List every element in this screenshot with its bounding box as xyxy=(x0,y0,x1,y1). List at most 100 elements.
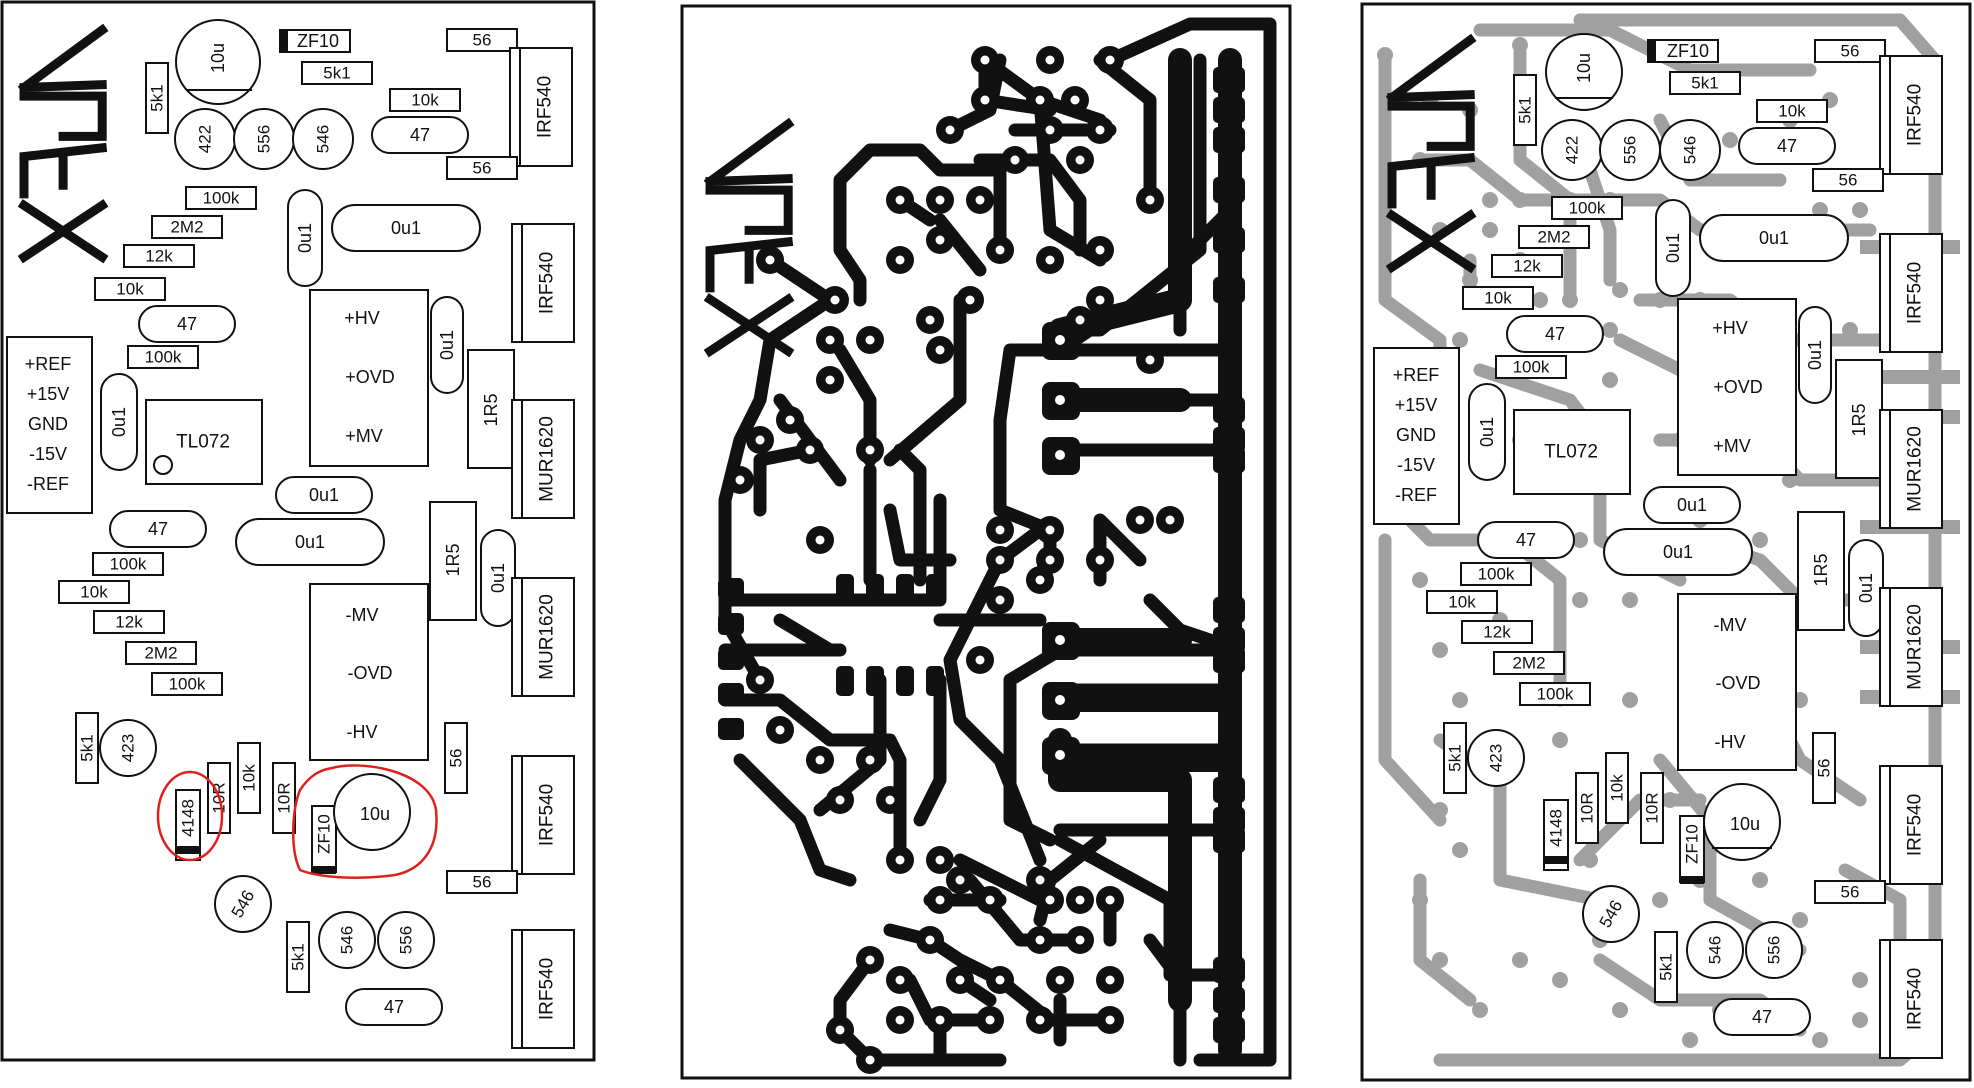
part-label: 546 xyxy=(314,125,333,153)
resistor-body xyxy=(1575,772,1599,844)
part-label: 12k xyxy=(145,247,173,266)
part-label: 10u xyxy=(360,804,390,824)
capacitor: 0u1 xyxy=(287,189,323,287)
copper-pad xyxy=(718,648,744,670)
resistor: 10R xyxy=(272,762,296,834)
capacitor: 47 xyxy=(138,305,236,343)
cathode-band xyxy=(1648,40,1656,62)
resistor-body xyxy=(1812,168,1884,192)
resistor: 2M2 xyxy=(125,641,197,665)
copper-trace xyxy=(883,293,967,467)
rail-label: -HV xyxy=(1715,732,1746,752)
copper-pad xyxy=(1213,397,1245,423)
capacitor: 0u1 xyxy=(100,373,138,471)
capacitor: 0u1 xyxy=(1848,539,1884,637)
logo-letter-x xyxy=(17,199,109,264)
drill-hole xyxy=(1075,935,1085,945)
capacitor: 0u1 xyxy=(1468,383,1506,481)
capacitor-body xyxy=(345,988,443,1026)
overlay-pad xyxy=(1432,642,1448,658)
copper-trace xyxy=(893,443,927,587)
overlay-pad xyxy=(1602,322,1618,338)
logo-text: APEX xyxy=(1392,38,1395,41)
rail-label: -HV xyxy=(347,722,378,742)
capacitor-10u xyxy=(175,19,261,105)
drill-hole xyxy=(830,295,840,305)
copper-power-trace xyxy=(1048,48,1192,342)
connector-pin-label: GND xyxy=(28,414,68,434)
overlay-pad xyxy=(1662,792,1678,808)
resistor: 5k1 xyxy=(1443,722,1467,794)
overlay-pad xyxy=(1752,872,1768,888)
rail-label: +HV xyxy=(344,308,380,328)
part-label: 56 xyxy=(473,31,492,50)
mosfet: IRF540 xyxy=(1879,939,1943,1059)
resistor-body xyxy=(1812,732,1836,804)
resistor: 12k xyxy=(1491,254,1563,278)
resistor: 5k1 xyxy=(1513,74,1537,146)
part-label: 47 xyxy=(1516,530,1536,550)
resistor-body xyxy=(151,672,223,696)
overlay-pad xyxy=(1812,1032,1828,1048)
drill-hole xyxy=(1165,515,1175,525)
resistor-body xyxy=(1491,254,1563,278)
drill-hole xyxy=(1035,575,1045,585)
capacitor: 0u1 xyxy=(1699,214,1849,262)
resistor: 10k xyxy=(58,580,130,604)
capacitor-body xyxy=(1798,306,1832,404)
mosfet: IRF540 xyxy=(509,47,573,167)
part-label: 10k xyxy=(1448,593,1476,612)
rail-label: +HV xyxy=(1712,318,1748,338)
resistor-body xyxy=(1461,620,1533,644)
part-label: 47 xyxy=(177,314,197,334)
part-label: 10k xyxy=(1608,774,1627,802)
capacitor: 47 xyxy=(1477,521,1575,559)
overlay-pad xyxy=(1682,1032,1698,1048)
apex-logo: APEX xyxy=(1385,33,1477,274)
connector-pin-label: +REF xyxy=(1393,365,1440,385)
capacitor: 0u1 xyxy=(1603,528,1753,576)
connector-block xyxy=(6,336,93,514)
resistor-body xyxy=(185,186,257,210)
capacitor: 0u1 xyxy=(430,296,464,394)
overlay-pad xyxy=(1452,332,1468,348)
highlight-circle xyxy=(156,770,224,862)
part-label: MUR1620 xyxy=(537,416,558,502)
resistor-body xyxy=(446,156,518,180)
resistor: 5k1 xyxy=(286,921,310,993)
logo-text: APEX xyxy=(24,28,27,31)
resistor: 56 xyxy=(446,870,518,894)
transistor: 546 xyxy=(214,875,272,933)
resistor: 12k xyxy=(1461,620,1533,644)
resistor-body xyxy=(94,277,166,301)
drill-hole xyxy=(815,755,825,765)
part-label: 5k1 xyxy=(78,734,97,761)
part-label: 2M2 xyxy=(144,644,177,663)
drill-hole xyxy=(1055,335,1065,345)
part-label: IRF540 xyxy=(535,76,556,138)
resistor-body xyxy=(301,61,373,85)
capacitor: 0u1 xyxy=(331,204,481,252)
resistor-body xyxy=(467,349,515,469)
overlay-pad xyxy=(1572,592,1588,608)
resistor-body xyxy=(1814,39,1886,63)
transistor-body xyxy=(1582,885,1640,943)
part-label: 546 xyxy=(1706,936,1725,964)
part-label: IRF540 xyxy=(537,784,558,846)
part-label: 0u1 xyxy=(437,330,457,360)
part-label: IRF540 xyxy=(1905,262,1926,324)
opamp-tl072 xyxy=(1513,409,1631,495)
resistor-body xyxy=(429,501,477,621)
drill-hole xyxy=(865,755,875,765)
rail-label: +MV xyxy=(345,426,383,446)
drill-hole xyxy=(825,335,835,345)
resistor-body xyxy=(1669,71,1741,95)
rail-label: +OVD xyxy=(345,367,395,387)
cathode-band xyxy=(1544,856,1568,864)
part-label: 10k xyxy=(411,91,439,110)
overlay-pad xyxy=(1412,572,1428,588)
part-label: 2M2 xyxy=(170,218,203,237)
copper-pad xyxy=(1213,647,1245,673)
logo-letter-p xyxy=(705,185,793,235)
part-label: 10R xyxy=(1578,792,1597,823)
